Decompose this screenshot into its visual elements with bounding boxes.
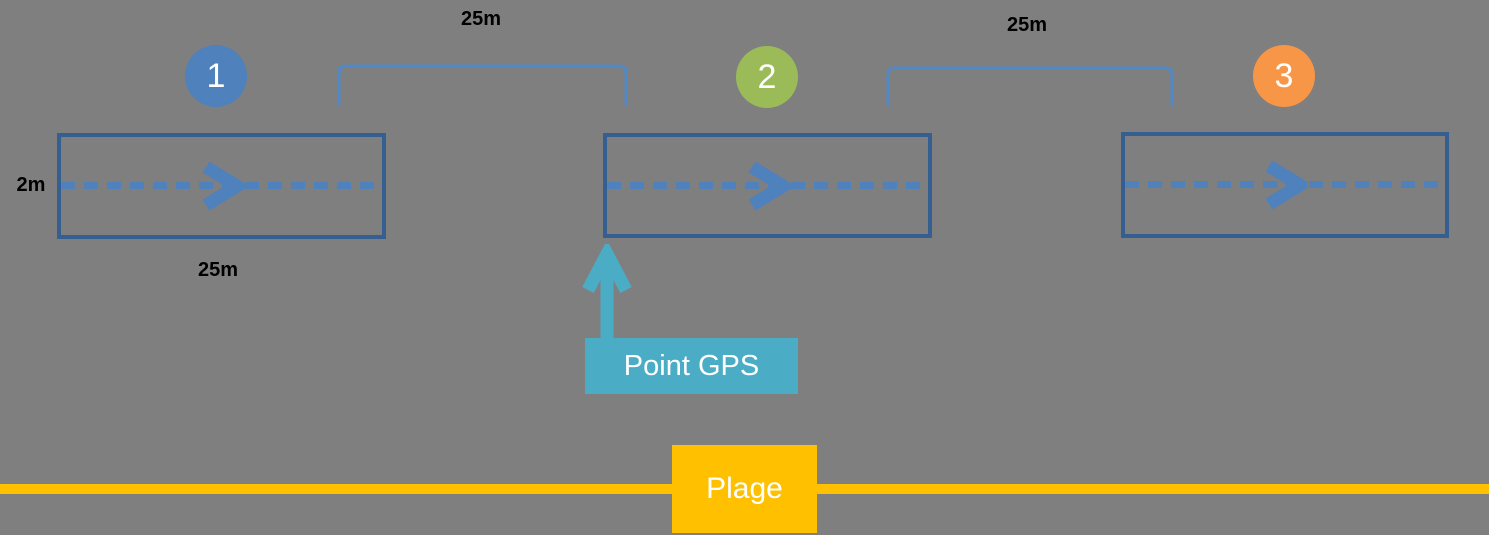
gps-point-label: Point GPS <box>585 338 798 394</box>
lane-marker-2: 2 <box>736 46 798 108</box>
lane-centerline <box>61 182 382 189</box>
gps-arrow-icon <box>582 244 632 338</box>
lane-spacing-label-1: 25m <box>460 8 502 30</box>
lane-centerline <box>607 181 928 189</box>
lane-rectangle-3 <box>1121 132 1449 238</box>
direction-chevron-icon <box>1265 160 1308 210</box>
beach-label: Plage <box>672 445 817 533</box>
lane-marker-3: 3 <box>1253 45 1315 107</box>
lane-rectangle-2 <box>603 133 932 238</box>
direction-chevron-icon <box>202 161 245 211</box>
lane-marker-1: 1 <box>185 45 247 107</box>
lane-rectangle-1 <box>57 133 386 239</box>
lane-length-label: 25m <box>197 259 239 281</box>
lane-spacing-label-2: 25m <box>1006 14 1048 36</box>
distance-bracket-1 <box>337 64 628 106</box>
direction-chevron-icon <box>748 160 791 211</box>
lane-centerline <box>1125 181 1445 188</box>
lane-width-label: 2m <box>16 174 46 196</box>
distance-bracket-2 <box>886 66 1174 106</box>
